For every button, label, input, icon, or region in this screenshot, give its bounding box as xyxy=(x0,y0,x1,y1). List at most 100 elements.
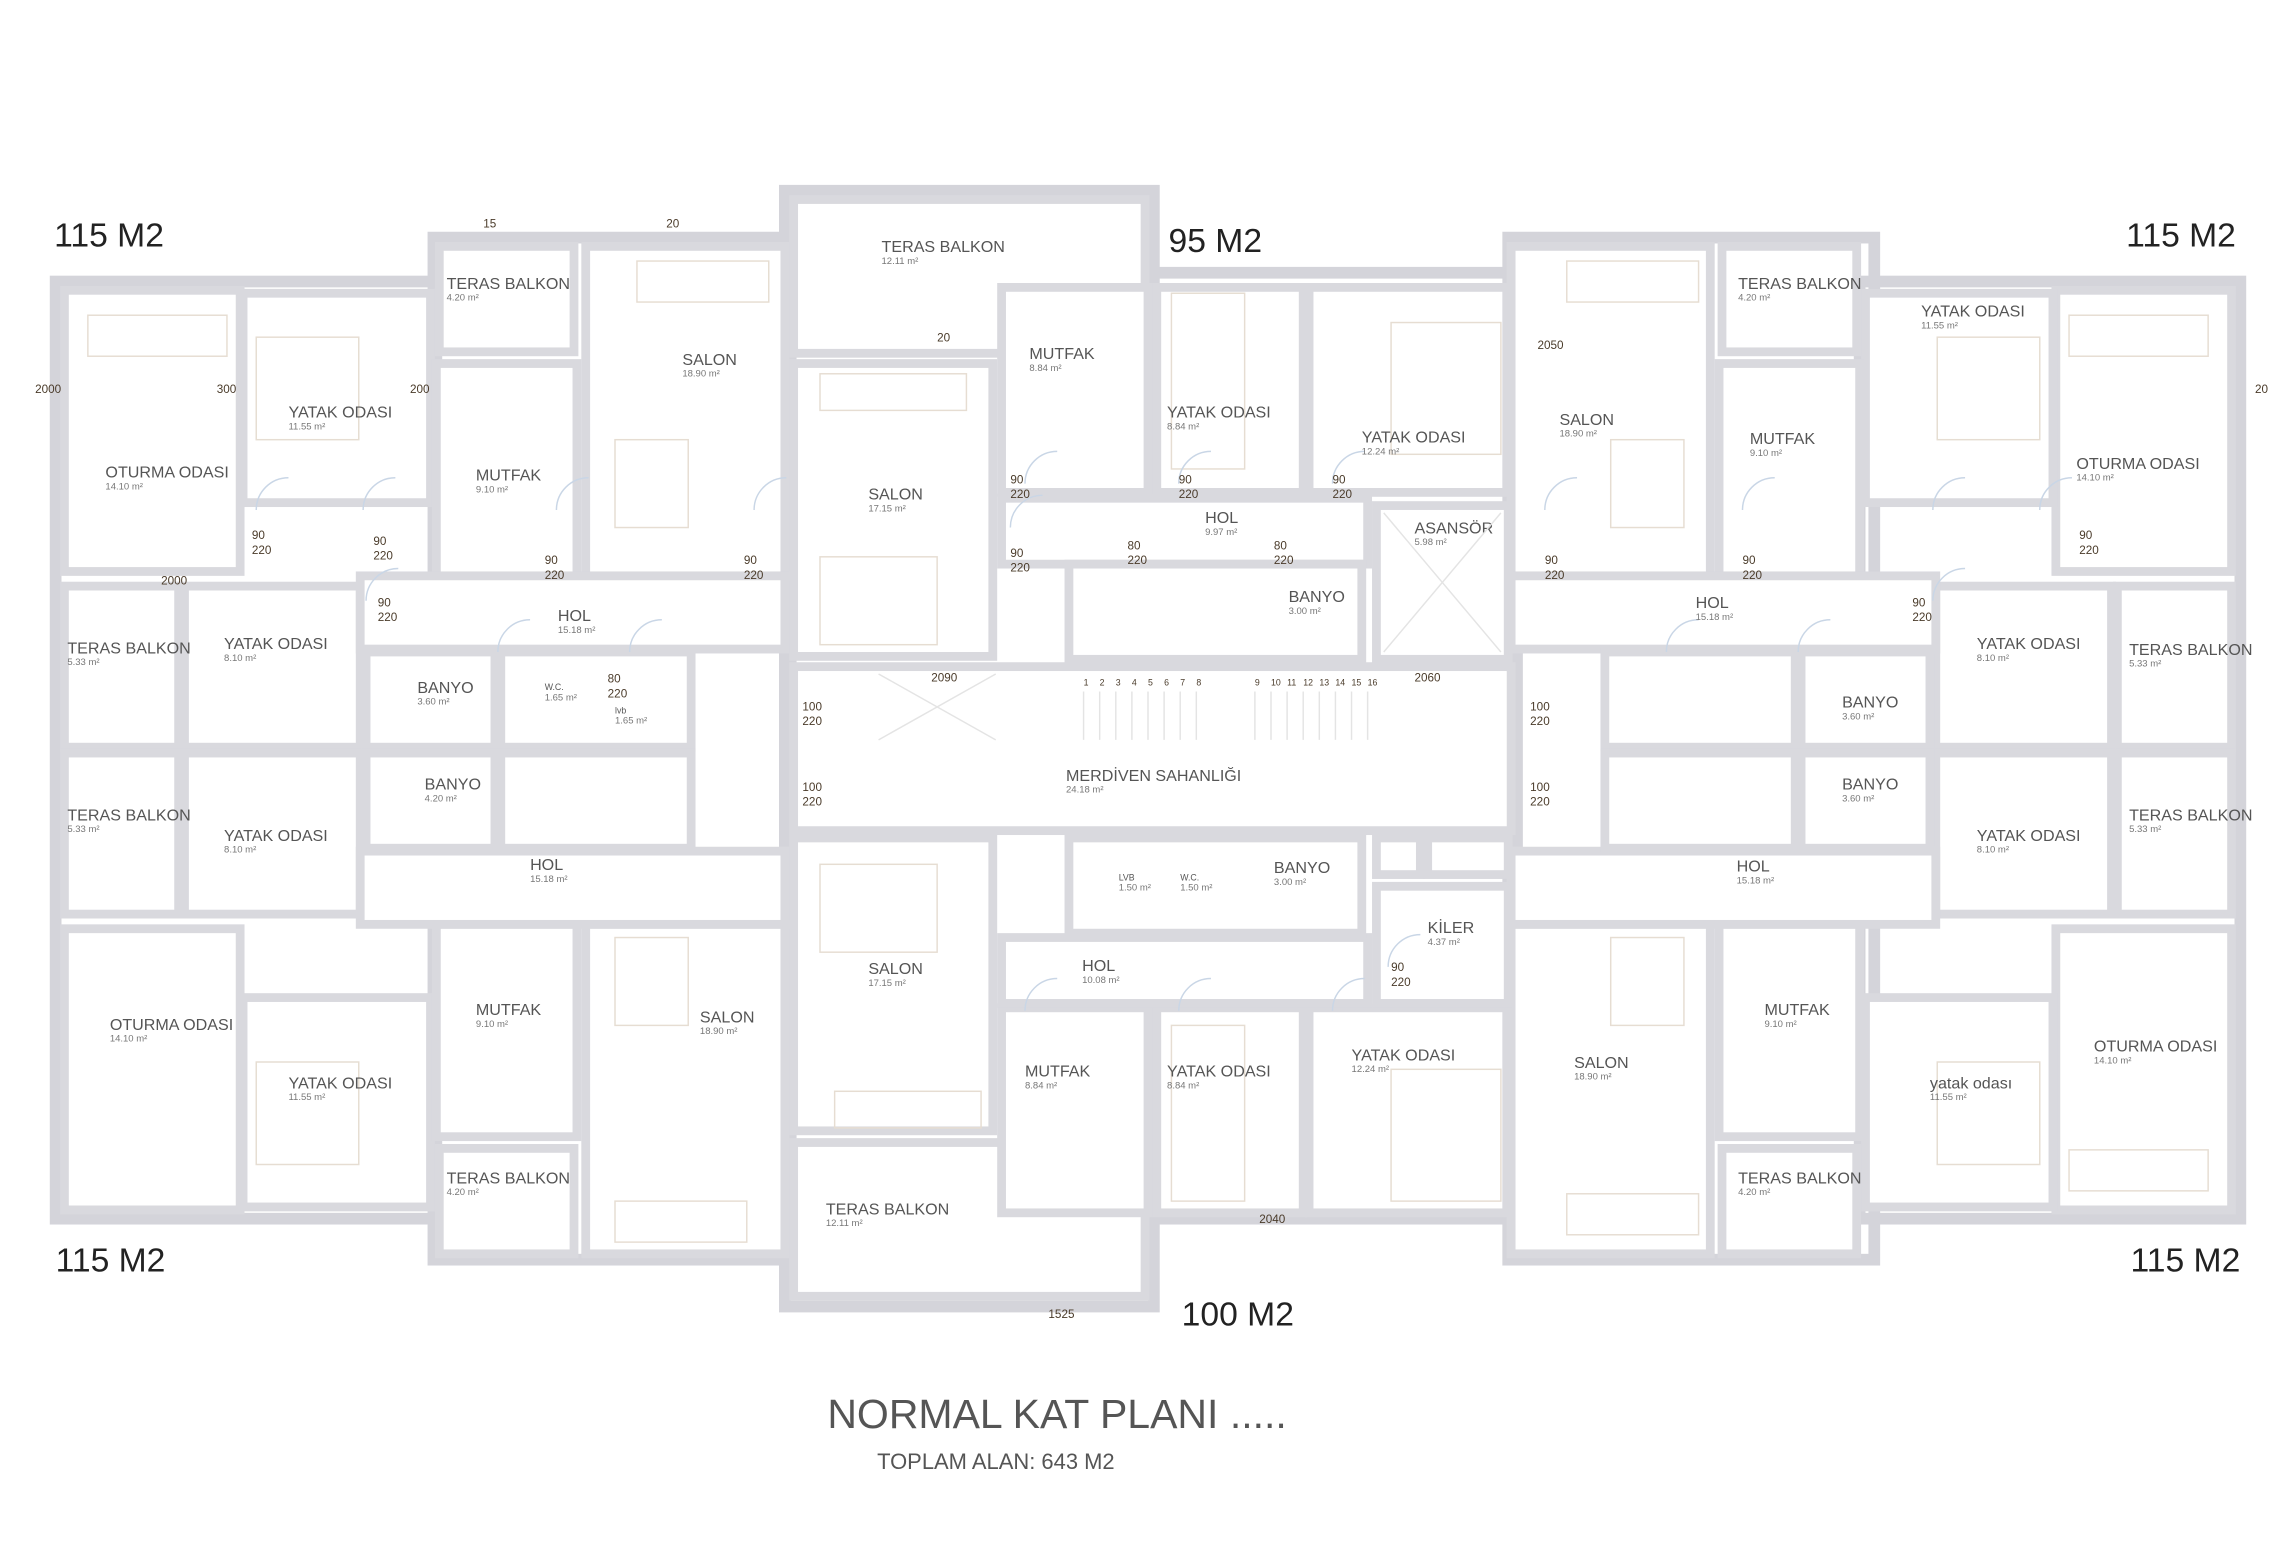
room-name: TERAS BALKON xyxy=(447,1170,570,1188)
unit-area-label: 115 M2 xyxy=(56,1242,166,1279)
room-area: 15.18 m² xyxy=(558,625,596,636)
unit-area-label: 115 M2 xyxy=(54,217,164,254)
room-area: 12.11 m² xyxy=(826,1218,863,1229)
room-name: MUTFAK xyxy=(476,467,542,485)
walls xyxy=(49,184,2247,1313)
dimension-value: 80 xyxy=(608,673,622,686)
room-area: 18.90 m² xyxy=(682,369,720,380)
room-area: 5.33 m² xyxy=(67,824,99,835)
room-wall xyxy=(1152,1003,1308,1218)
room-name: YATAK ODASI xyxy=(288,404,392,422)
room-area: 9.10 m² xyxy=(1764,1019,1796,1030)
room-name: YATAK ODASI xyxy=(224,827,328,845)
room-wall xyxy=(1064,833,1367,938)
room-wall xyxy=(1931,581,2116,752)
dimension-value: 90 xyxy=(1912,597,1926,610)
room-area: 5.33 m² xyxy=(67,657,99,668)
stair-step-number: 14 xyxy=(1335,678,1345,688)
furniture-item xyxy=(819,373,968,412)
dimension-value: 90 xyxy=(1010,474,1024,487)
dimension: 2090 xyxy=(931,671,958,684)
room-area: 3.60 m² xyxy=(417,697,449,708)
room-area: 8.84 m² xyxy=(1029,363,1061,374)
room-wall xyxy=(1152,283,1308,497)
dimension: 300 xyxy=(217,383,237,396)
room-area: 8.10 m² xyxy=(1977,845,2009,856)
room-area: 14.10 m² xyxy=(110,1034,148,1045)
room-name: YATAK ODASI xyxy=(224,635,328,653)
dimension-value: 80 xyxy=(1274,540,1288,553)
room-wall xyxy=(1304,283,1512,497)
dimension: 20 xyxy=(2255,383,2269,396)
room-name: BANYO xyxy=(425,776,481,794)
room-wall xyxy=(1796,647,1935,752)
room-name: TERAS BALKON xyxy=(2129,641,2252,659)
door-swing xyxy=(1544,477,1578,510)
total-area: TOPLAM ALAN: 643 M2 xyxy=(877,1449,1115,1474)
room-wall xyxy=(1796,748,1935,853)
room-area: 12.24 m² xyxy=(1352,1064,1390,1075)
furniture-item xyxy=(1390,321,1502,456)
room-wall xyxy=(60,285,245,576)
dimension-value: 90 xyxy=(1179,474,1193,487)
room-area: 4.20 m² xyxy=(447,1187,479,1198)
door-swing xyxy=(2039,477,2072,510)
stair-step-number: 8 xyxy=(1196,678,1201,688)
furniture-item xyxy=(819,863,938,953)
room-area: 9.97 m² xyxy=(1205,527,1237,538)
furniture-item xyxy=(255,336,360,441)
room-area: 1.50 m² xyxy=(1180,883,1212,894)
door-swing xyxy=(1665,619,1699,653)
dimension-value: 220 xyxy=(252,544,272,557)
room-area: 11.55 m² xyxy=(1930,1092,1967,1103)
room-name: MUTFAK xyxy=(476,1001,542,1019)
room-area: 8.10 m² xyxy=(224,653,256,664)
room-area: 14.10 m² xyxy=(2076,473,2114,484)
furniture-item xyxy=(255,1061,360,1166)
door-swing xyxy=(1932,567,1966,601)
room-wall xyxy=(434,1143,579,1259)
room-wall xyxy=(496,748,696,853)
room-wall xyxy=(1717,242,1862,357)
dimension-value: 220 xyxy=(1010,488,1030,501)
door-swing xyxy=(753,477,787,510)
door-swing xyxy=(555,477,589,510)
furniture-item xyxy=(1566,260,1700,303)
room-wall xyxy=(238,993,435,1212)
door-swing xyxy=(1797,619,1831,653)
dimension-value: 300 xyxy=(217,383,237,396)
door-swing xyxy=(1932,477,1966,510)
stair-step-number: 4 xyxy=(1132,678,1137,688)
room-name: SALON xyxy=(868,960,923,978)
room-name: TERAS BALKON xyxy=(1738,1170,1861,1188)
furniture-item xyxy=(614,438,689,529)
dimension: 2060 xyxy=(1415,671,1442,684)
room-name: SALON xyxy=(700,1008,755,1026)
dimension-value: 90 xyxy=(252,529,266,542)
room-area: 11.55 m² xyxy=(1921,320,1958,331)
